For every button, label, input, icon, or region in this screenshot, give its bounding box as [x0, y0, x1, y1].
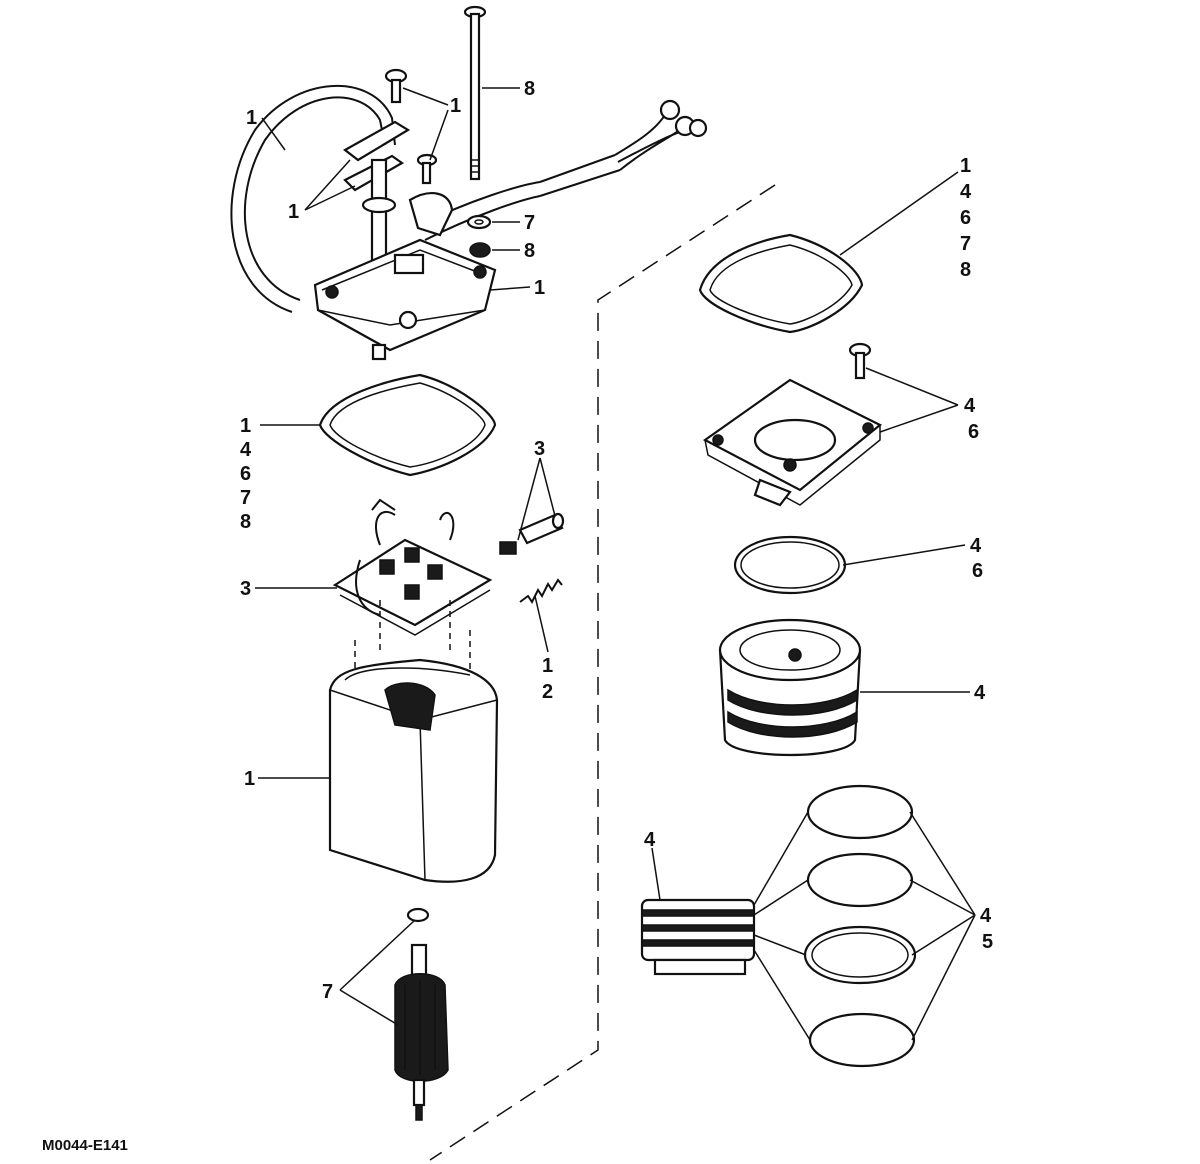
callout-label: 1	[240, 415, 251, 437]
callout-label: 8	[524, 78, 535, 100]
callout-pump-cover: 4 6	[964, 395, 979, 443]
callout-label: 7	[524, 212, 535, 234]
o-ring-set-4	[808, 1012, 916, 1068]
valve-stack-part	[640, 898, 756, 976]
drawing-code: M0044-E141	[42, 1137, 128, 1154]
o-ring-set-3	[803, 925, 917, 985]
right-gasket-part	[698, 233, 864, 334]
callout-washer: 7	[524, 212, 535, 234]
drawing-code-suffix: E141	[93, 1137, 128, 1154]
callout-label: 1	[542, 655, 553, 677]
callout-label: 6	[960, 207, 971, 229]
callout-label: 4	[960, 181, 972, 203]
callout-right-gasket: 1 4 6 7 8	[960, 155, 972, 281]
callout-o-ring: 4 6	[970, 535, 983, 582]
callout-pump-body: 4	[974, 682, 986, 704]
callout-label: 2	[542, 681, 553, 703]
callout-label: 1	[246, 107, 257, 129]
callout-label: 6	[240, 463, 251, 485]
spring-part	[519, 578, 563, 604]
callout-label: 4	[980, 905, 992, 927]
pump-cover-part	[702, 378, 883, 507]
callout-armature: 7	[322, 981, 333, 1003]
callout-top-bracket: 1	[450, 95, 461, 117]
left-gasket-part	[318, 373, 497, 477]
callout-label: 7	[240, 487, 251, 509]
nut-part	[469, 242, 491, 258]
callout-brush-sleeves: 3	[534, 438, 545, 460]
callout-long-bolt: 8	[524, 78, 535, 100]
callout-motor-frame: 1	[244, 768, 255, 790]
callout-end-cap: 1	[534, 277, 545, 299]
callout-bracket-screws: 1	[288, 201, 299, 223]
callout-left-gasket: 1 4 6 7 8	[240, 415, 252, 533]
o-ring-part	[733, 535, 847, 595]
callout-label: 4	[964, 395, 976, 417]
bracket-screw-right	[416, 153, 438, 185]
armature-part	[394, 907, 449, 1121]
callout-label: 4	[974, 682, 986, 704]
callout-label: 1	[534, 277, 545, 299]
long-bolt-part	[463, 5, 487, 181]
wire-clamp	[408, 192, 454, 237]
end-cap-part	[313, 238, 497, 361]
motor-frame-part	[328, 658, 499, 883]
callout-hose: 1	[246, 107, 257, 129]
callout-label: 6	[972, 560, 983, 582]
callout-brush-plate: 3	[240, 578, 251, 600]
callout-label: 7	[322, 981, 333, 1003]
callout-label: 4	[240, 439, 252, 461]
callout-label: 6	[968, 421, 979, 443]
callout-o-ring-set: 4 5	[980, 905, 993, 953]
callout-label: 1	[244, 768, 255, 790]
callout-label: 8	[960, 259, 971, 281]
bracket-screw-top	[384, 68, 408, 104]
washer-part	[466, 214, 492, 230]
o-ring-set-1	[806, 784, 914, 840]
callout-label: 1	[450, 95, 461, 117]
pump-body-part	[718, 618, 862, 757]
callout-label: 5	[982, 931, 993, 953]
callout-label: 8	[240, 511, 251, 533]
o-ring-set-2	[806, 852, 914, 908]
brush-sleeves-part	[499, 512, 565, 555]
hose-part	[243, 96, 386, 301]
shaft-tube	[370, 158, 388, 272]
drawing-code-prefix: M0044-	[42, 1137, 93, 1154]
callout-label: 1	[960, 155, 971, 177]
callout-label: 1	[288, 201, 299, 223]
brush-plate-part	[332, 498, 493, 636]
hose-inner	[230, 85, 396, 313]
callout-label: 3	[240, 578, 251, 600]
top-bracket-part	[343, 120, 411, 162]
callout-spring: 1 2	[542, 655, 553, 703]
leader-lines	[255, 87, 976, 1041]
callout-label: 4	[644, 829, 656, 851]
callout-label: 4	[970, 535, 982, 557]
callout-nut: 8	[524, 240, 535, 262]
callout-label: 8	[524, 240, 535, 262]
callout-label: 3	[534, 438, 545, 460]
callout-label: 7	[960, 233, 971, 255]
callout-valve-stack: 4	[644, 829, 656, 851]
pump-cover-bolt	[848, 342, 872, 380]
assembly-guide-lines	[354, 600, 471, 690]
